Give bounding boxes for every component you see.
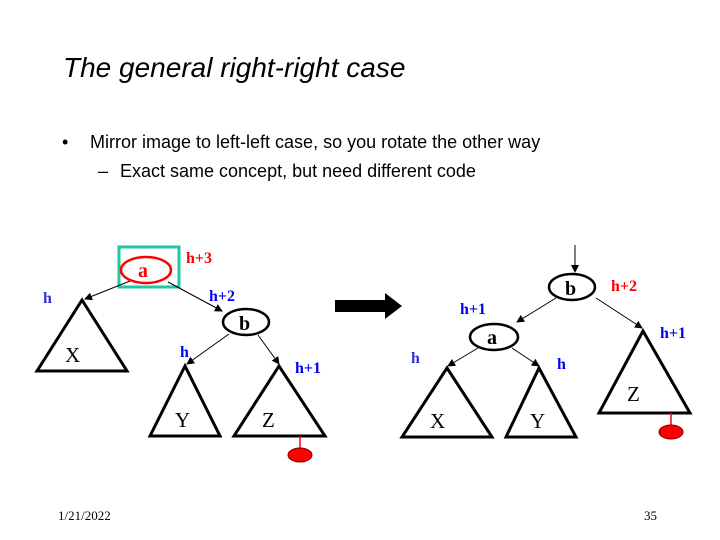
- subtree-x: [34, 297, 130, 373]
- height-label: h+2: [209, 288, 235, 305]
- height-label: h: [411, 350, 420, 367]
- node-b-label: b: [565, 278, 576, 300]
- after-tree: [399, 245, 693, 440]
- subtree-label: Z: [627, 382, 640, 406]
- bullet-2: – Exact same concept, but need different…: [98, 161, 476, 182]
- inserted-node: [658, 424, 684, 440]
- slide-title: The general right-right case: [63, 52, 406, 83]
- height-label: h+1: [660, 325, 686, 342]
- subtree-label: X: [430, 409, 445, 433]
- node-b: [547, 272, 597, 302]
- height-label: h+1: [295, 360, 321, 377]
- edge: [511, 347, 540, 367]
- inserted-node: [287, 447, 313, 463]
- node-a-label: a: [138, 260, 148, 282]
- height-label: h: [557, 356, 566, 373]
- highlight-box: [117, 245, 181, 289]
- edge: [84, 280, 131, 301]
- node-a-label: a: [487, 327, 497, 349]
- edge: [595, 297, 643, 329]
- subtree-y: [503, 364, 579, 439]
- subtree-label: Z: [262, 408, 275, 432]
- bullet-text: Exact same concept, but need different c…: [120, 161, 476, 181]
- edge: [186, 333, 230, 365]
- height-label: h: [43, 290, 52, 307]
- edge: [516, 297, 557, 323]
- edge: [257, 334, 280, 365]
- edge: [447, 347, 479, 367]
- slide-number: 35: [644, 508, 657, 523]
- height-label: h+1: [460, 301, 486, 318]
- height-label: h+3: [186, 250, 212, 267]
- bullet-1: • Mirror image to left-left case, so you…: [62, 132, 540, 153]
- subtree-label: Y: [175, 408, 190, 432]
- edge: [167, 281, 223, 312]
- node-a: [119, 255, 173, 285]
- subtree-y: [147, 362, 223, 438]
- node-b-label: b: [239, 313, 250, 335]
- before-tree: [34, 245, 328, 463]
- subtree-label: X: [65, 343, 80, 367]
- subtree-z: [231, 363, 328, 438]
- bullet-marker: –: [98, 161, 109, 181]
- node-a: [468, 322, 520, 352]
- subtree-z: [596, 327, 693, 415]
- bullet-text: Mirror image to left-left case, so you r…: [90, 132, 541, 152]
- node-b: [221, 307, 271, 337]
- bullet-marker: •: [62, 132, 69, 152]
- height-label: h+2: [611, 278, 637, 295]
- slide-date: 1/21/2022: [58, 508, 111, 523]
- subtree-label: Y: [530, 409, 545, 433]
- subtree-x: [399, 365, 495, 439]
- transform-arrow: [335, 293, 402, 319]
- height-label: h: [180, 344, 189, 361]
